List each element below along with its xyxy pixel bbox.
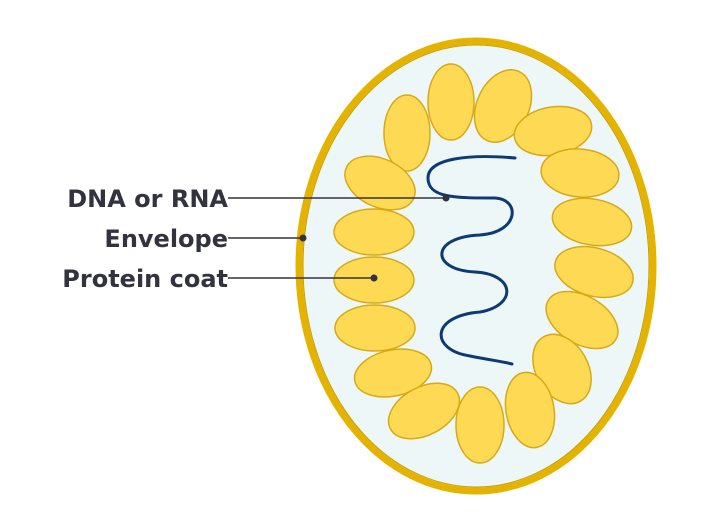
capsomere [334, 304, 416, 352]
capsomere [353, 348, 433, 398]
protein-coat-leader-dot [370, 274, 378, 282]
capsomere [387, 382, 461, 440]
capsomere [383, 94, 431, 172]
label-dna-or-rna: DNA or RNA [67, 185, 228, 213]
nucleic-acid-strand [426, 155, 517, 366]
envelope-leader-dot [299, 234, 307, 242]
dna-leader-dot [442, 194, 450, 202]
capsomere [333, 208, 415, 256]
protein-coat [333, 63, 634, 464]
capsomere [504, 371, 556, 449]
capsomere [540, 148, 620, 198]
capsomere [455, 386, 505, 464]
label-envelope: Envelope [104, 225, 228, 253]
label-protein-coat: Protein coat [62, 265, 228, 293]
capsomere [427, 63, 475, 141]
capsomere [551, 197, 633, 247]
capsomere [554, 245, 634, 299]
envelope-inner-line [302, 44, 650, 488]
